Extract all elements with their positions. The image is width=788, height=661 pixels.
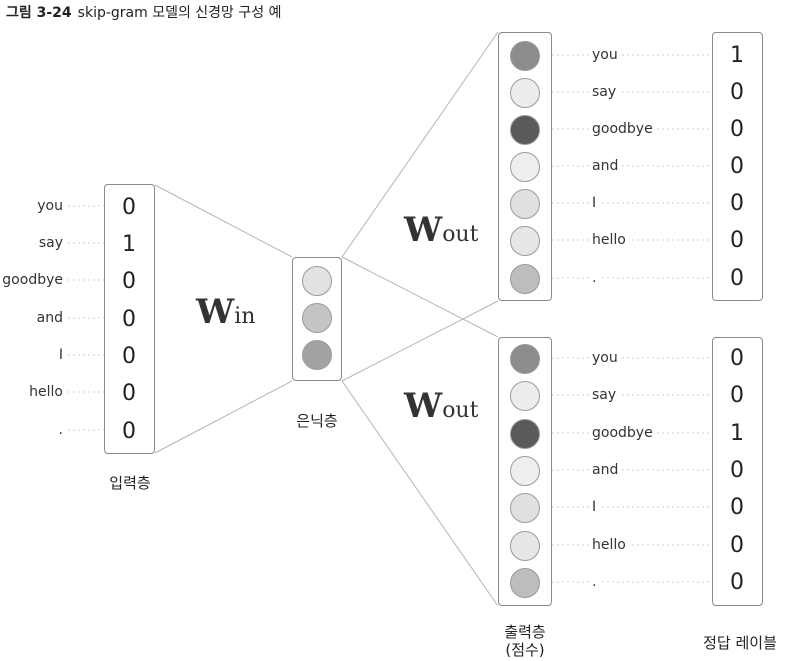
input-value: 0: [122, 307, 136, 332]
input-value: 1: [122, 232, 136, 257]
output-node: [510, 493, 540, 523]
hidden-out1-line-top: [341, 31, 499, 258]
output-node: [510, 226, 540, 256]
answer-value: 0: [730, 191, 744, 216]
output-word: say: [592, 387, 621, 403]
output-node: [510, 152, 540, 182]
input-word: and: [36, 310, 63, 326]
answer-value: 1: [730, 43, 744, 68]
input-word: you: [37, 198, 63, 214]
input-value: 0: [122, 195, 136, 220]
answer-value: 0: [730, 458, 744, 483]
answer-value: 0: [730, 154, 744, 179]
hidden-out1-line-bottom: [341, 300, 499, 382]
answer-value: 0: [730, 346, 744, 371]
output-word: and: [592, 158, 623, 174]
answer-box-top: 1 0 0 0 0 0 0: [712, 32, 763, 301]
input-word: .: [58, 422, 63, 438]
output-box-top: [498, 32, 552, 301]
input-word: I: [58, 347, 63, 363]
hidden-out2-line-bottom: [341, 380, 499, 607]
output-word: you: [592, 350, 622, 366]
w-in-main: W: [196, 292, 235, 332]
output-layer-label-line1: 출력층: [504, 623, 546, 641]
output-node: [510, 419, 540, 449]
output-word: hello: [592, 232, 630, 248]
input-word: say: [38, 235, 63, 251]
w-in-sub: in: [234, 304, 256, 329]
figure-number: 그림 3-24: [6, 5, 72, 21]
output-node: [510, 264, 540, 294]
output-word: .: [592, 574, 601, 590]
w-out-label-top: Wout: [404, 210, 478, 250]
answer-label: 정답 레이블: [703, 634, 777, 652]
output-word: goodbye: [592, 121, 657, 137]
hidden-node: [302, 303, 332, 333]
in-hidden-line-bottom: [154, 380, 293, 454]
input-word: goodbye: [2, 272, 63, 288]
output-node: [510, 531, 540, 561]
answer-value: 0: [730, 117, 744, 142]
w-out-main: W: [404, 386, 443, 426]
output-word: you: [592, 47, 622, 63]
output-node: [510, 115, 540, 145]
output-box-bottom: [498, 337, 552, 606]
output-node: [510, 456, 540, 486]
figure-caption: 그림 3-24 skip-gram 모델의 신경망 구성 예: [6, 2, 281, 22]
w-out-sub: out: [442, 222, 479, 247]
output-word: say: [592, 84, 621, 100]
answer-value: 0: [730, 80, 744, 105]
output-node: [510, 189, 540, 219]
hidden-layer-label: 은닉층: [296, 412, 338, 430]
output-node: [510, 41, 540, 71]
figure-title: skip-gram 모델의 신경망 구성 예: [77, 5, 282, 21]
hidden-node: [302, 266, 332, 296]
output-word: .: [592, 270, 601, 286]
answer-value: 0: [730, 495, 744, 520]
in-hidden-line-top: [154, 184, 293, 258]
answer-value: 1: [730, 421, 744, 446]
output-layer-label-line2: (점수): [505, 641, 545, 659]
answer-value: 0: [730, 228, 744, 253]
output-word: I: [592, 499, 601, 515]
hidden-layer-box: [292, 257, 342, 381]
w-in-label: Win: [196, 292, 255, 332]
input-vector-box: 0 1 0 0 0 0 0: [104, 184, 155, 454]
answer-value: 0: [730, 533, 744, 558]
answer-value: 0: [730, 383, 744, 408]
output-node: [510, 78, 540, 108]
output-node: [510, 344, 540, 374]
w-out-sub: out: [442, 398, 479, 423]
output-node: [510, 568, 540, 598]
input-value: 0: [122, 269, 136, 294]
output-layer-label: 출력층 (점수): [488, 623, 562, 659]
hidden-node: [302, 340, 332, 370]
w-out-main: W: [404, 210, 443, 250]
input-value: 0: [122, 344, 136, 369]
output-word: hello: [592, 537, 630, 553]
w-out-label-bottom: Wout: [404, 386, 478, 426]
input-word: hello: [29, 384, 63, 400]
answer-value: 0: [730, 266, 744, 291]
input-value: 0: [122, 419, 136, 444]
input-layer-label: 입력층: [109, 474, 151, 492]
output-node: [510, 381, 540, 411]
input-value: 0: [122, 381, 136, 406]
hidden-out2-line-top: [341, 256, 499, 338]
answer-box-bottom: 0 0 1 0 0 0 0: [712, 337, 763, 606]
output-word: I: [592, 195, 601, 211]
output-word: and: [592, 462, 623, 478]
output-word: goodbye: [592, 425, 657, 441]
answer-value: 0: [730, 570, 744, 595]
